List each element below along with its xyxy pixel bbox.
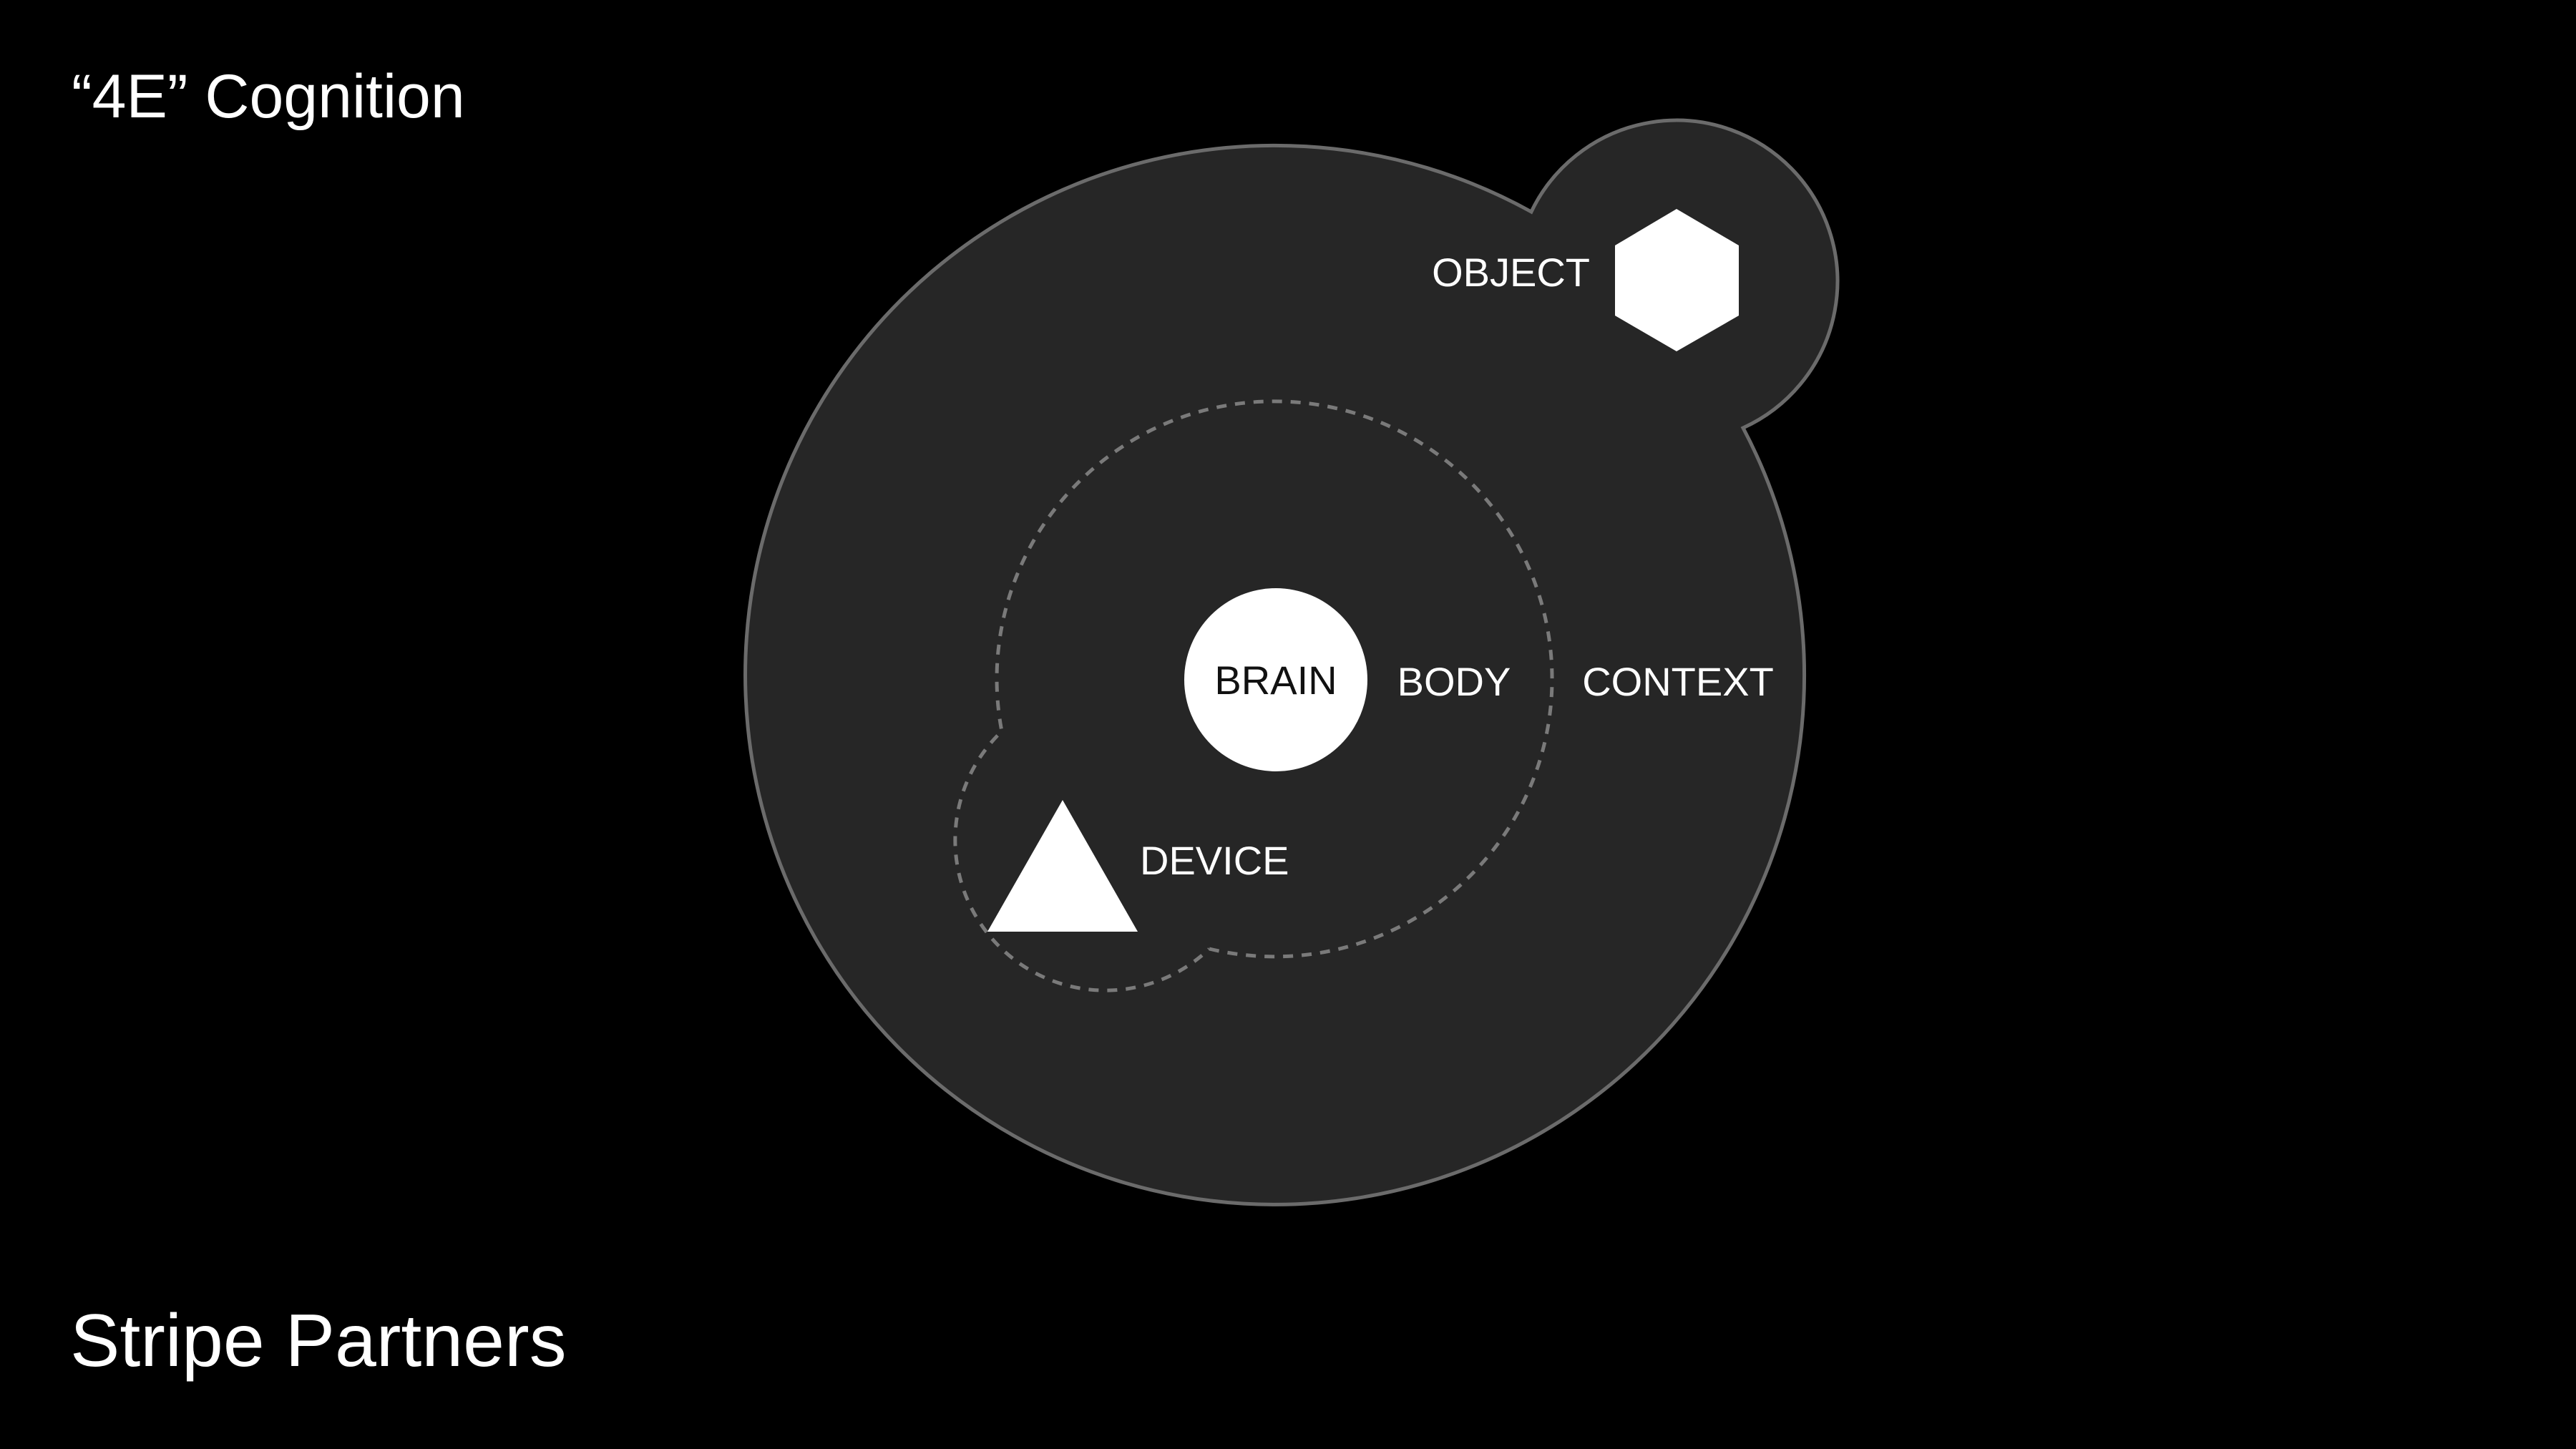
device-label: DEVICE	[1140, 838, 1289, 883]
brain-label: BRAIN	[1214, 658, 1337, 703]
triangle-icon	[987, 800, 1138, 932]
slide-title: “4E” Cognition	[72, 62, 465, 131]
hexagon-icon	[1615, 209, 1739, 351]
context-label: CONTEXT	[1582, 659, 1774, 704]
body-dashed-outline	[953, 399, 1554, 992]
object-label: OBJECT	[1432, 250, 1590, 295]
body-label: BODY	[1397, 659, 1511, 704]
brain-circle-icon	[1184, 588, 1367, 771]
brand-logo-text: Stripe Partners	[70, 1299, 567, 1382]
body-region	[953, 399, 1554, 992]
